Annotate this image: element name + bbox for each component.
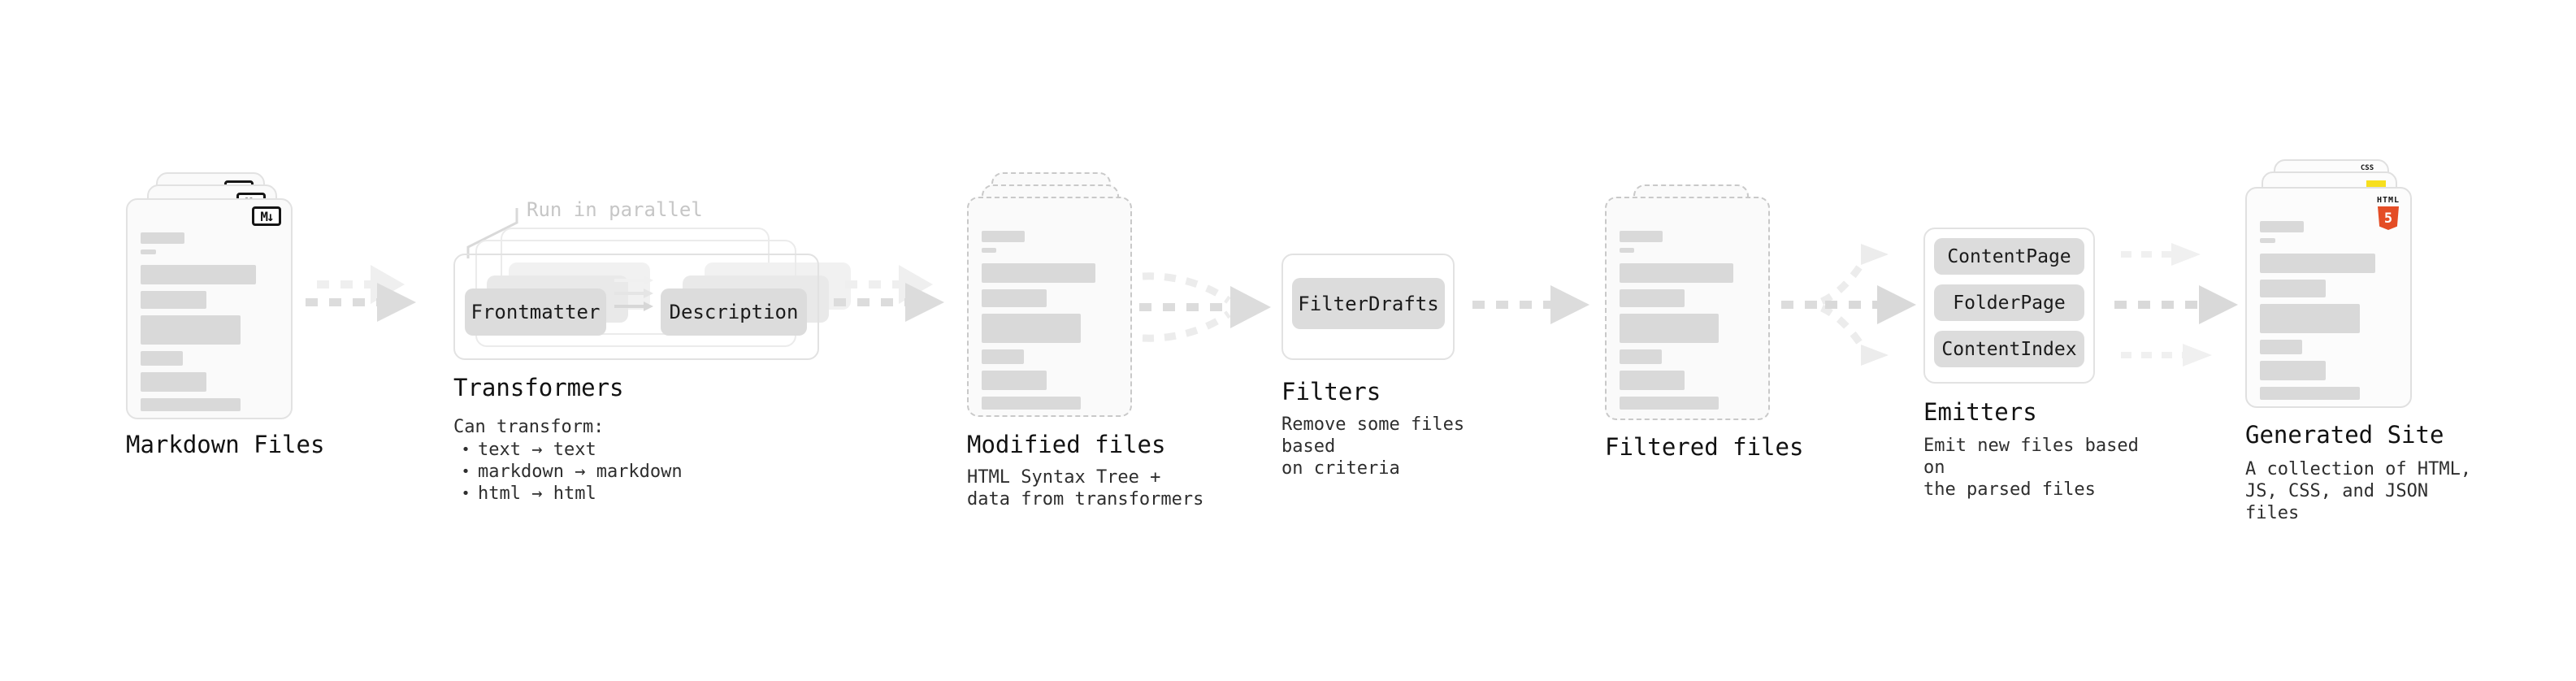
stage-desc-generated-site: A collection of HTML, JS, CSS, and JSON … [2245, 459, 2472, 523]
stage-label-filtered-files: Filtered files [1605, 433, 1804, 461]
transformer-node-description: Description [661, 288, 807, 336]
placeholder-bar [2260, 280, 2327, 297]
stage-label-generated-site: Generated Site [2245, 421, 2444, 449]
js-icon [2366, 180, 2386, 189]
can-transform-title: Can transform: [453, 417, 605, 437]
placeholder-bar [1620, 289, 1685, 307]
placeholder-bar [982, 289, 1047, 307]
stage-transformers: Run in parallel Frontmatter Description … [452, 195, 851, 520]
emitter-node-contentindex: ContentIndex [1934, 331, 2084, 367]
html5-icon-shield: 5 [2378, 206, 2399, 230]
stage-filters: FilterDrafts Filters Remove some files b… [1281, 254, 1525, 497]
placeholder-bar [141, 315, 241, 345]
note-connector-line [466, 208, 518, 258]
flow-arrow-triple [2114, 243, 2238, 367]
emitters-box [1923, 228, 2095, 384]
markdown-icon: M↓ [252, 206, 281, 226]
document-placeholder-lines [1620, 231, 1755, 410]
filters-box [1281, 254, 1455, 360]
stage-label-filters: Filters [1281, 378, 1381, 406]
bullet-dot: • [461, 441, 471, 458]
placeholder-bar [141, 232, 185, 244]
stage-label-emitters: Emitters [1923, 398, 2037, 426]
bullet-item: • text → text [453, 439, 683, 461]
emitter-node-contentpage: ContentPage [1934, 238, 2084, 275]
bullet-text: markdown → markdown [478, 462, 683, 482]
bullet-item: • html → html [453, 483, 683, 505]
placeholder-bar [1620, 231, 1663, 242]
placeholder-bar [982, 231, 1026, 242]
css-icon-label: CSS [2360, 164, 2374, 172]
placeholder-bar [2260, 221, 2305, 232]
bullet-item: • markdown → markdown [453, 461, 683, 483]
placeholder-bar [2260, 238, 2275, 243]
placeholder-bar [141, 372, 207, 392]
placeholder-bar [141, 351, 184, 366]
stage-label-markdown-files: Markdown Files [126, 431, 325, 458]
run-in-parallel-note: Run in parallel [527, 198, 703, 221]
placeholder-bar [141, 398, 241, 411]
placeholder-bar [2260, 254, 2375, 273]
placeholder-bar [1620, 314, 1719, 343]
placeholder-bar [982, 371, 1047, 390]
placeholder-bar [2260, 387, 2361, 400]
placeholder-bar [2260, 304, 2361, 333]
stage-desc-filters: Remove some files based on criteria [1281, 414, 1465, 479]
html5-icon-label: HTML [2376, 196, 2400, 205]
transformer-box [453, 254, 819, 360]
parallel-mini-arrows [614, 275, 653, 311]
stage-generated-site: CSS HTML 5 Generated Site A [2245, 159, 2489, 523]
bullet-text: html → html [478, 484, 596, 504]
transformer-node-frontmatter: Frontmatter [465, 288, 606, 336]
placeholder-bar [141, 291, 207, 309]
placeholder-bar [1620, 248, 1635, 253]
transform-bullet-list: • text → text • markdown → markdown • ht… [453, 439, 683, 505]
bullet-dot: • [461, 463, 471, 480]
modified-file-card [967, 197, 1132, 417]
placeholder-bar [982, 263, 1096, 283]
flow-arrow-layered [306, 265, 416, 322]
placeholder-bar [1620, 349, 1662, 364]
placeholder-bar [2260, 361, 2327, 380]
document-placeholder-lines [141, 232, 278, 411]
flow-arrow [1472, 285, 1589, 324]
stage-desc-modified-files: HTML Syntax Tree + data from transformer… [967, 467, 1204, 510]
placeholder-bar [982, 349, 1024, 364]
bullet-dot: • [461, 485, 471, 502]
html5-icon: HTML 5 [2376, 197, 2400, 230]
filter-node-filterdrafts: FilterDrafts [1292, 278, 1445, 329]
stage-desc-emitters: Emit new files based on the parsed files [1923, 436, 2139, 500]
site-file-card-html: HTML 5 [2245, 187, 2412, 408]
placeholder-bar [982, 397, 1081, 410]
flow-arrow-layered [834, 265, 944, 322]
markdown-file-card: M↓ [126, 198, 293, 419]
placeholder-bar [1620, 397, 1719, 410]
flow-arrow-converge [1139, 272, 1271, 342]
emitter-node-folderpage: FolderPage [1934, 284, 2084, 321]
placeholder-bar [1620, 263, 1734, 283]
stage-filtered-files: Filtered files [1605, 184, 1849, 477]
filtered-file-card [1605, 197, 1770, 420]
document-placeholder-lines [982, 231, 1117, 410]
document-placeholder-lines [2260, 221, 2397, 400]
stage-markdown-files: M↓ M↓ M↓ Markdown Files [126, 172, 324, 465]
bullet-text: text → text [478, 440, 596, 460]
stage-modified-files: Modified files HTML Syntax Tree + data f… [967, 172, 1211, 514]
flow-arrow-diverge [1781, 244, 1916, 366]
stage-emitters: ContentPage FolderPage ContentIndex Emit… [1923, 228, 2167, 504]
placeholder-bar [1620, 371, 1685, 390]
placeholder-bar [141, 265, 256, 284]
stage-label-transformers: Transformers [453, 374, 624, 401]
stage-label-modified-files: Modified files [967, 431, 1166, 458]
placeholder-bar [141, 249, 156, 254]
placeholder-bar [982, 314, 1081, 343]
placeholder-bar [982, 248, 997, 253]
placeholder-bar [2260, 340, 2303, 354]
